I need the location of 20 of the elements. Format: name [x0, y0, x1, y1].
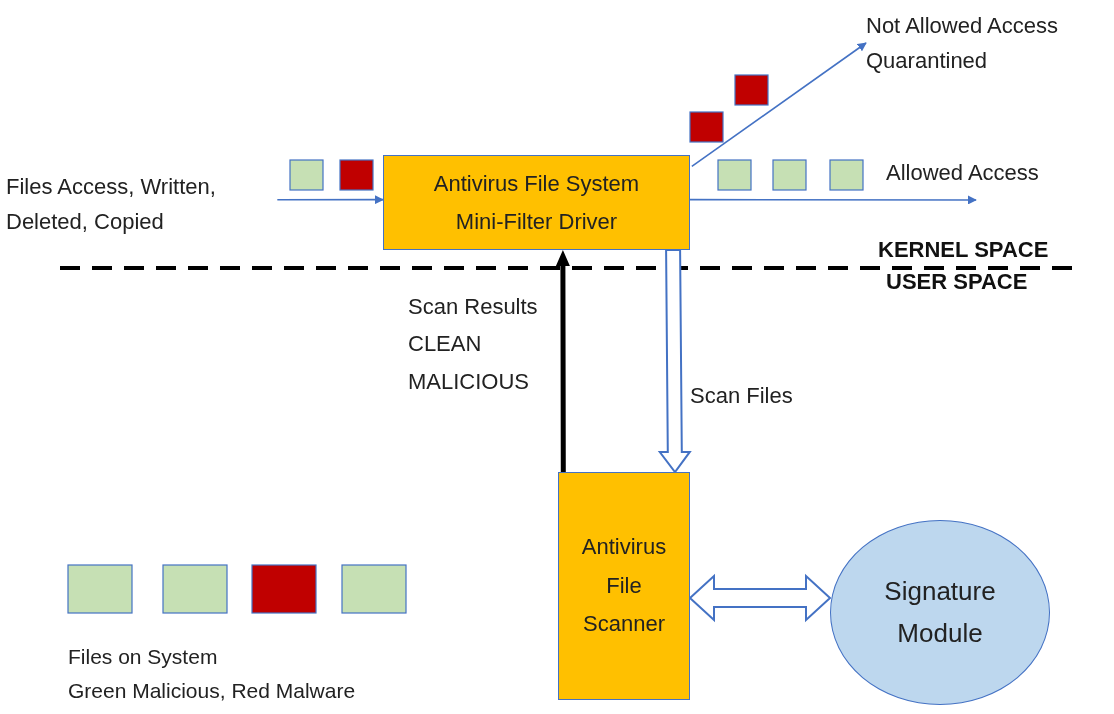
- node-label: Not Allowed Access Quarantined: [866, 11, 1059, 75]
- node-label: Antivirus File System Mini-Filter Driver: [432, 170, 641, 236]
- arrow: [691, 42, 867, 168]
- node-label: Antivirus File Scanner: [580, 533, 668, 639]
- arrow: [555, 250, 570, 472]
- process-box: [383, 155, 690, 250]
- hollow-arrow: [657, 248, 692, 474]
- arrow: [276, 195, 384, 205]
- edge-label: Allowed Access: [886, 159, 1039, 187]
- note-text: Files on System: [68, 644, 218, 670]
- edge-label: Scan Results CLEAN MALICIOUS: [408, 293, 539, 396]
- region-label: KERNEL SPACE: [878, 236, 1049, 264]
- hollow-arrow: [688, 573, 832, 623]
- process-box: [558, 472, 690, 700]
- arrow: [689, 195, 977, 205]
- note-text: Green Malicious, Red Malware: [68, 678, 356, 704]
- node-label: Files Access, Written, Deleted, Copied: [6, 172, 217, 236]
- edge-label: Scan Files: [690, 382, 793, 410]
- region-label: USER SPACE: [886, 268, 1028, 296]
- node-label: Signature Module: [883, 574, 997, 650]
